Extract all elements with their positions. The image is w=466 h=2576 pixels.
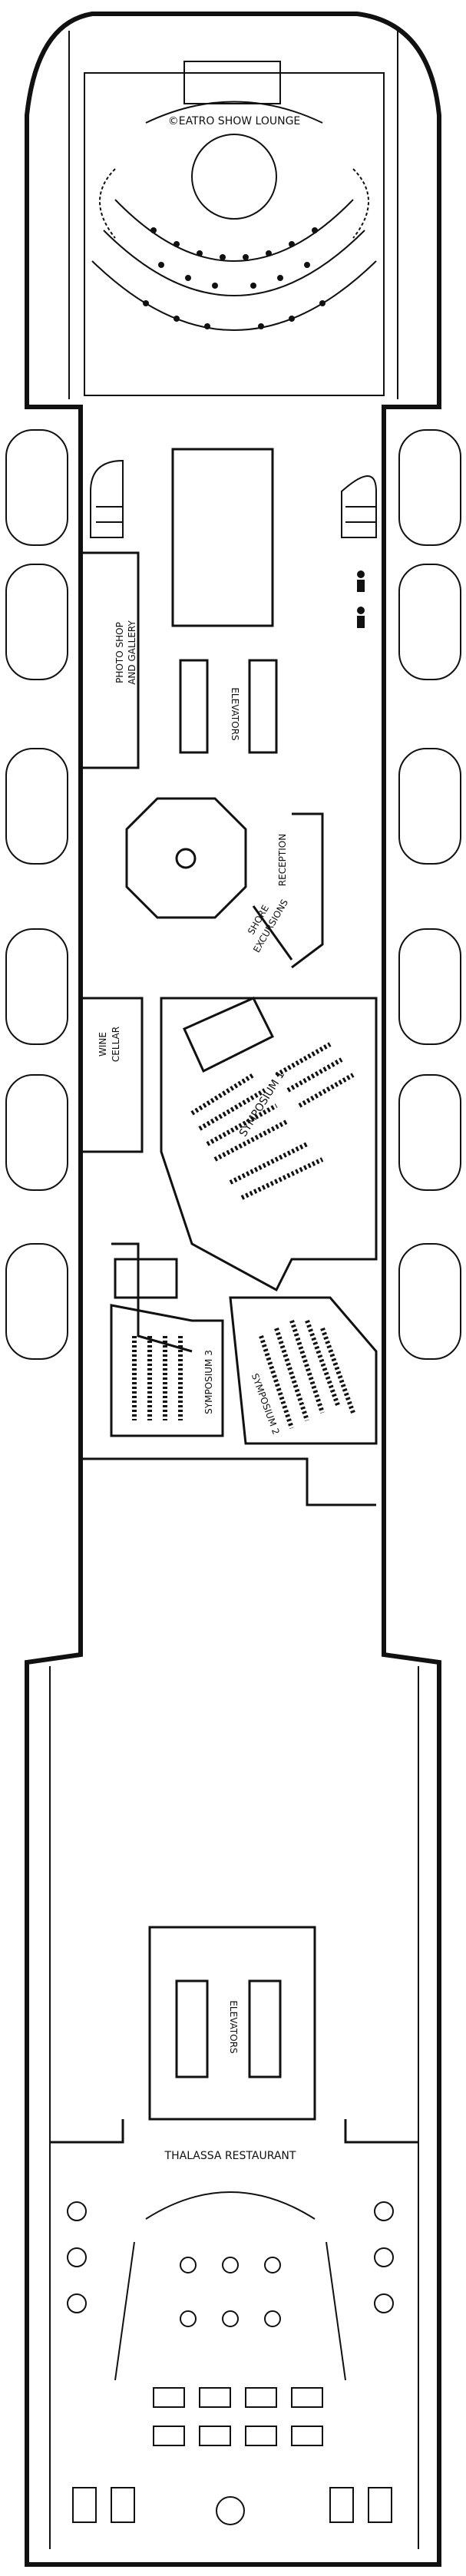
wine-cellar xyxy=(79,997,144,1153)
restaurant-label: THALASSA RESTAURANT xyxy=(164,2150,296,2162)
lifeboats xyxy=(5,429,461,1360)
gallery-label: AND GALLERY xyxy=(127,620,137,685)
atrium xyxy=(125,797,247,919)
symposium-1-seating xyxy=(190,1042,355,1200)
reception-desk xyxy=(252,812,324,969)
theatre-label: ©EATRO SHOW LOUNGE xyxy=(168,115,301,127)
photo-shop-area xyxy=(81,551,140,769)
photo-shop-label: PHOTO SHOP xyxy=(114,622,125,683)
cellar-label: CELLAR xyxy=(111,1027,121,1062)
elevators-aft-label: ELEVATORS xyxy=(228,2000,239,2053)
wine-label: WINE xyxy=(97,1032,108,1057)
symposium-2-3-rooms xyxy=(110,1242,378,1445)
symposium-1-room xyxy=(160,997,378,1292)
hull-outline xyxy=(25,12,441,2567)
elevator-bank-fwd xyxy=(171,448,278,754)
symposium-3-seating xyxy=(132,1336,183,1420)
symposium-3-label: SYMPOSIUM 3 xyxy=(203,1350,214,1414)
reception-label: RECEPTION xyxy=(277,834,288,886)
stairs-icon xyxy=(90,459,377,538)
symposium-2-seating xyxy=(259,1319,355,1429)
theatre-area xyxy=(84,61,385,396)
theatre-seating xyxy=(143,227,326,329)
restroom-icon xyxy=(357,570,365,628)
elevators-fwd-label: ELEVATORS xyxy=(230,687,240,740)
restaurant-area xyxy=(67,2191,394,2525)
